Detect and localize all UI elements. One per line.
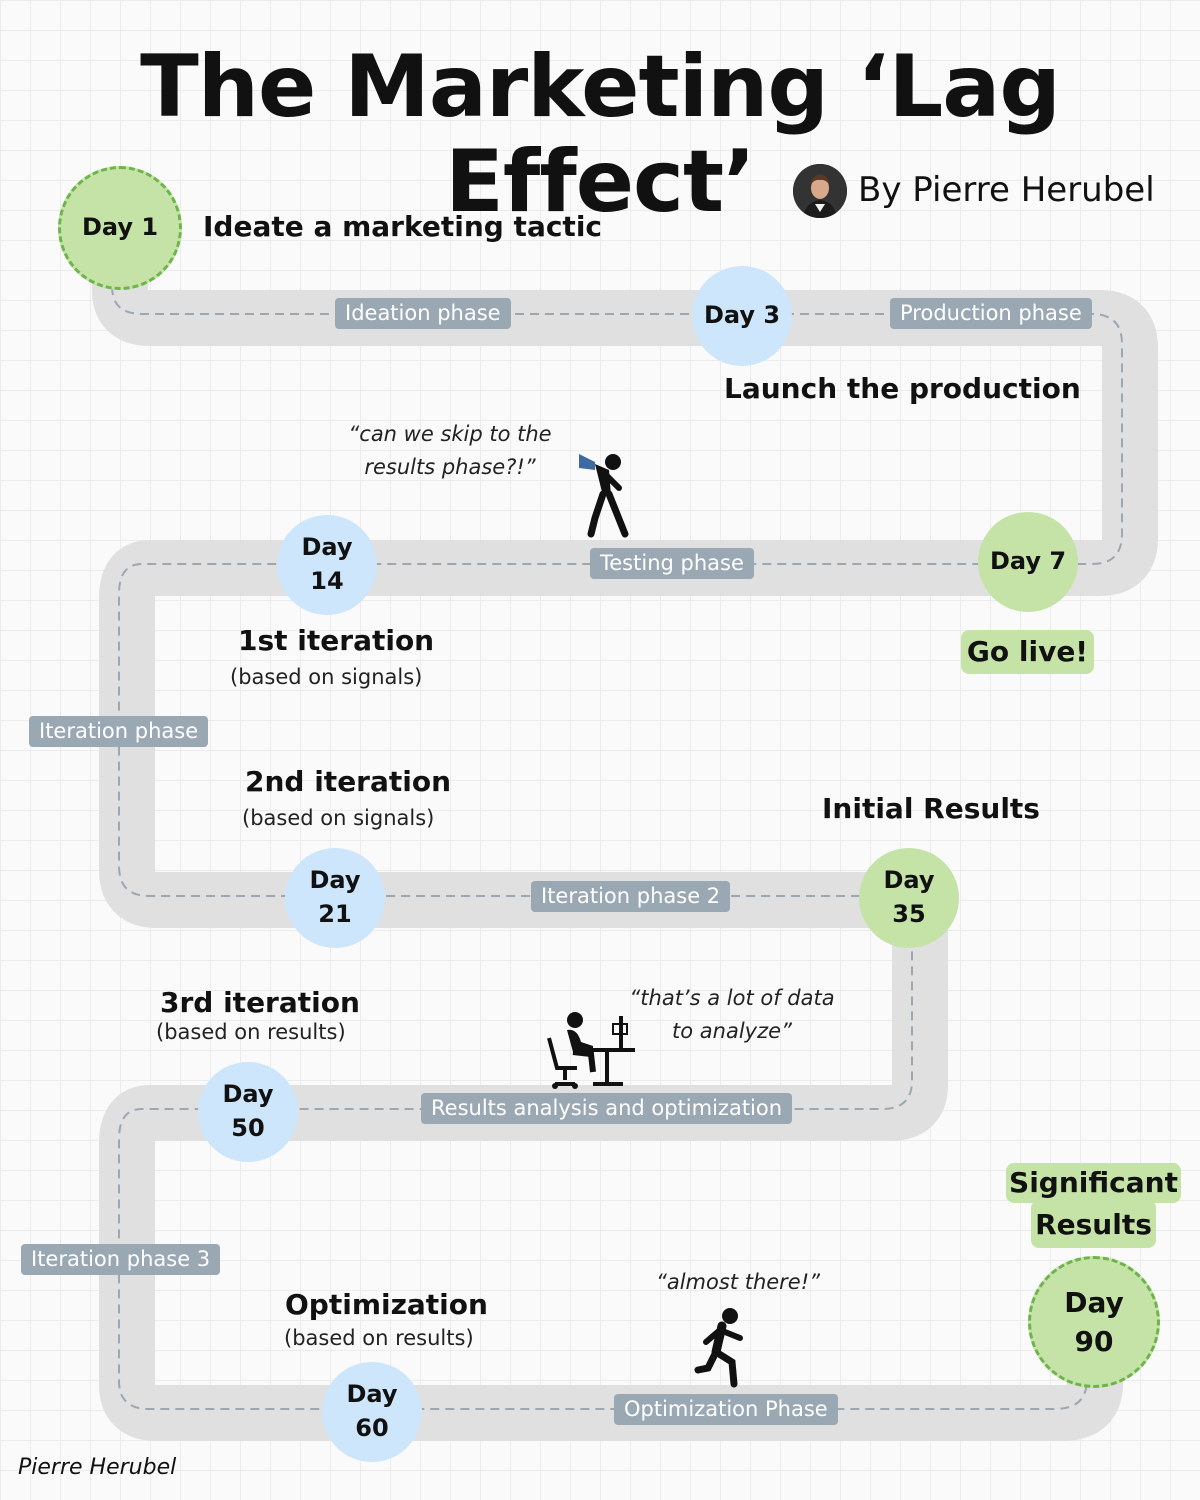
author-avatar-icon	[793, 164, 847, 218]
annotation-iteration-2-sub: (based on signals)	[242, 806, 435, 830]
milestone-day-50: Day 50	[198, 1062, 298, 1162]
annotation-initial-results: Initial Results	[822, 792, 1040, 825]
page-title: The Marketing ‘Lag Effect’	[140, 37, 1061, 232]
phase-iteration: Iteration phase	[29, 716, 209, 748]
milestone-day-35: Day 35	[859, 848, 959, 948]
milestone-day-7: Day 7	[978, 512, 1078, 612]
annotation-ideate: Ideate a marketing tactic	[203, 210, 603, 243]
footer-signature: Pierre Herubel	[18, 1455, 177, 1480]
phase-iteration-3: Iteration phase 3	[21, 1244, 221, 1276]
quote-skip: “can we skip to the results phase?!”	[348, 422, 552, 479]
milestone-day-14: Day 14	[277, 515, 377, 615]
significant-tag-bg-1	[1006, 1163, 1181, 1203]
person-desk-computer-icon	[547, 1012, 635, 1089]
annotation-iteration-1-title: 1st iteration	[238, 624, 435, 657]
person-running-icon	[694, 1308, 743, 1388]
annotation-iteration-3-sub: (based on results)	[156, 1020, 346, 1044]
annotation-iteration-2-title: 2nd iteration	[245, 765, 452, 798]
author-name: By Pierre Herubel	[858, 170, 1155, 210]
milestone-day-90: Day 90	[1028, 1256, 1160, 1388]
phase-ideation: Ideation phase	[335, 298, 511, 330]
annotation-optimization-title: Optimization	[285, 1288, 488, 1321]
person-megaphone-icon	[579, 454, 629, 538]
annotation-significant-results: Significant Results	[1009, 1166, 1178, 1241]
annotation-optimization-sub: (based on results)	[284, 1326, 474, 1350]
quote-almost: “almost there!”	[655, 1270, 821, 1294]
quote-data: “that’s a lot of data to analyze”	[629, 986, 835, 1043]
milestone-day-21: Day 21	[285, 848, 385, 948]
milestone-day-60: Day 60	[322, 1362, 422, 1462]
annotation-go-live: Go live!	[961, 630, 1094, 674]
phase-results-analysis: Results analysis and optimization	[421, 1093, 793, 1125]
annotation-launch: Launch the production	[724, 372, 1081, 405]
annotation-iteration-1-sub: (based on signals)	[230, 665, 423, 689]
phase-production: Production phase	[890, 298, 1092, 330]
milestone-day-3: Day 3	[692, 266, 792, 366]
phase-optimization: Optimization Phase	[614, 1394, 838, 1426]
significant-tag-bg-2	[1031, 1200, 1156, 1248]
phase-iteration-2: Iteration phase 2	[531, 881, 731, 913]
milestone-day-1: Day 1	[58, 166, 182, 290]
annotation-iteration-3-title: 3rd iteration	[160, 986, 360, 1019]
phase-testing: Testing phase	[590, 548, 754, 580]
